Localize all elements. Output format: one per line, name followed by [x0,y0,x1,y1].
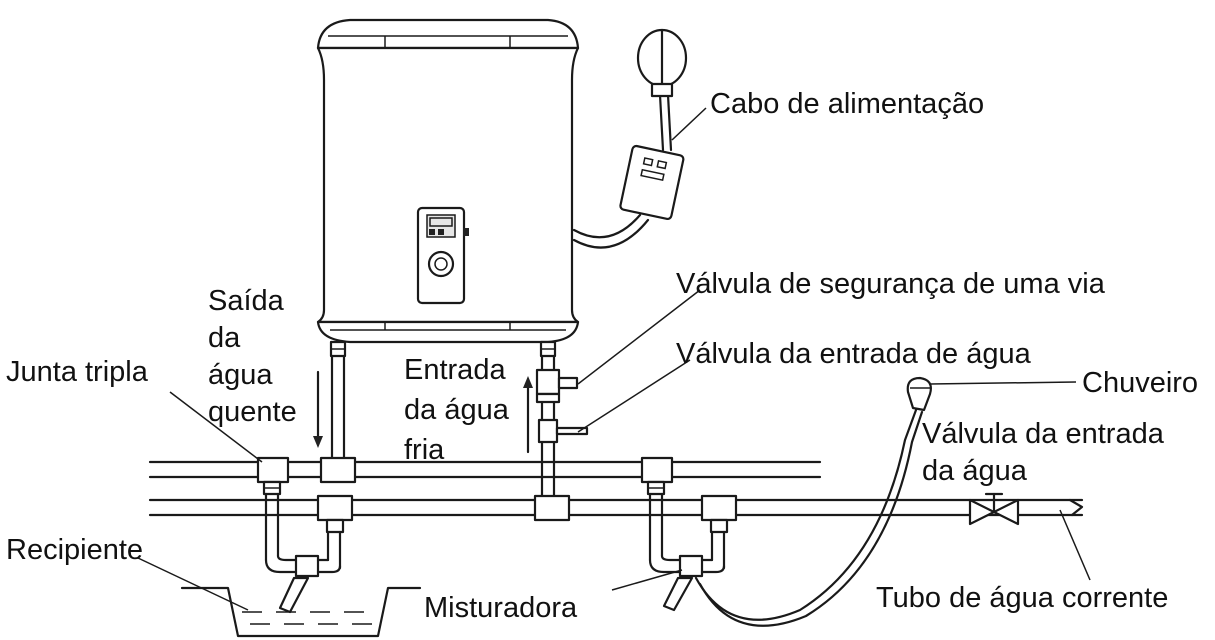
label-right-inlet-valve-2: da água [922,455,1027,487]
label-running-water-pipe: Tubo de água corrente [876,582,1169,614]
label-power-cable: Cabo de alimentação [710,88,985,120]
label-tee-joint: Junta tripla [6,356,148,388]
hot-outlet-pipe [313,340,357,484]
label-cold-inlet-3: fria [404,434,445,466]
label-hot-outlet-1: Saída [208,285,284,317]
label-hot-outlet-4: quente [208,396,297,428]
shower-head [906,376,1077,412]
label-safety-valve: Válvula de segurança de uma via [676,268,1105,300]
power-cable [572,28,707,249]
right-inlet-valve [968,492,1084,526]
label-mixer: Misturadora [424,592,578,624]
label-inlet-valve: Válvula da entrada de água [676,338,1031,370]
label-cold-inlet-1: Entrada [404,354,506,386]
control-panel [416,206,469,305]
left-tee-assembly [256,456,354,614]
container [180,586,422,638]
lower-pipe [148,498,1084,517]
leader-lines [137,289,1091,611]
label-hot-outlet-2: da [208,322,241,354]
mixer-assembly [640,408,924,627]
upper-pipe [148,460,822,479]
label-shower: Chuveiro [1082,367,1199,399]
label-right-inlet-valve-1: Válvula da entrada [922,418,1164,450]
water-heater-tank [316,18,580,344]
label-cold-inlet-2: da água [404,394,509,426]
label-hot-outlet-3: água [208,359,273,391]
cold-inlet-pipe [523,340,589,522]
label-container: Recipiente [6,534,144,566]
